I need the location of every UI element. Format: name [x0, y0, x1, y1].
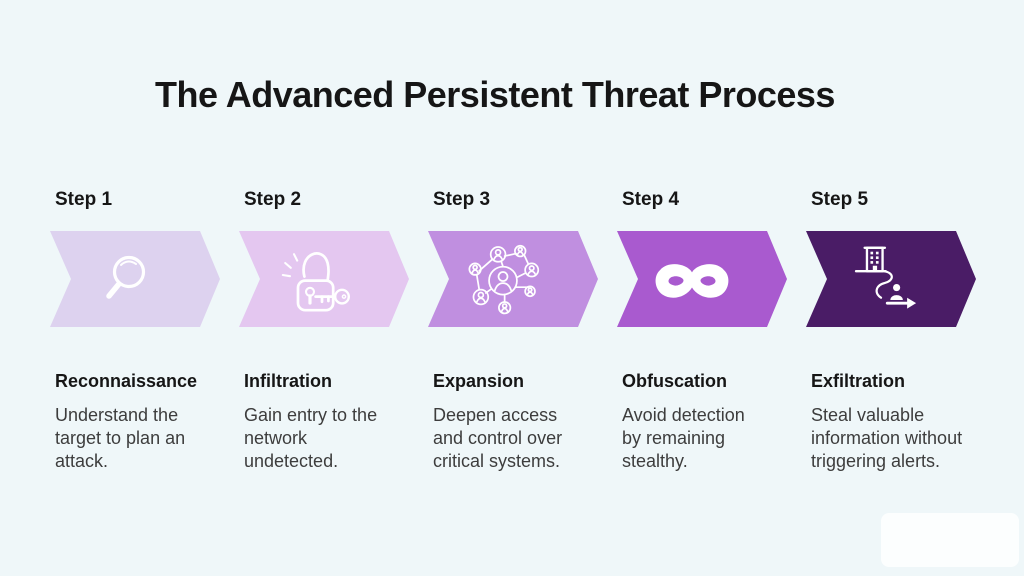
step-description: Avoid detection by remaining stealthy.	[622, 405, 745, 471]
step-description: Steal valuable information without trigg…	[811, 405, 963, 471]
step-column-4: Step 4 Obfuscation Avoid detection by re…	[617, 189, 787, 473]
step-label: Step 5	[811, 189, 869, 210]
step-column-1: Step 1 Reconnaissance Understand the tar…	[50, 189, 220, 473]
magnifier-icon	[106, 255, 146, 299]
chevron-arrow-2	[239, 231, 409, 327]
chevron-arrow-5	[806, 231, 976, 327]
step-title: Obfuscation	[622, 371, 728, 391]
steps-row: Step 1 Reconnaissance Understand the tar…	[50, 189, 976, 473]
mask-icon	[655, 263, 729, 298]
step-column-3: Step 3	[428, 189, 598, 473]
step-title: Exfiltration	[811, 371, 906, 391]
unlocked-padlock-key-icon	[281, 252, 350, 312]
step-label: Step 1	[55, 189, 113, 210]
exfiltration-route-icon	[854, 246, 917, 309]
step-label: Step 3	[433, 189, 491, 210]
chevron-arrow-1	[50, 231, 220, 327]
step-label: Step 2	[244, 189, 302, 210]
step-title: Reconnaissance	[55, 371, 198, 391]
step-column-2: Step 2	[239, 189, 409, 473]
step-description: Gain entry to the network undetected.	[244, 405, 378, 471]
step-description: Understand the target to plan an attack.	[55, 405, 186, 471]
step-title: Infiltration	[244, 371, 332, 391]
chevron-arrow-3	[428, 231, 598, 327]
chevron-arrow-4	[617, 231, 787, 327]
step-column-5: Step 5	[806, 189, 976, 473]
step-title: Expansion	[433, 371, 525, 391]
page-title: The Advanced Persistent Threat Process	[155, 74, 835, 115]
user-network-icon	[468, 244, 540, 315]
step-label: Step 4	[622, 189, 680, 210]
watermark-area	[881, 513, 1019, 567]
step-description: Deepen access and control over critical …	[433, 405, 563, 471]
